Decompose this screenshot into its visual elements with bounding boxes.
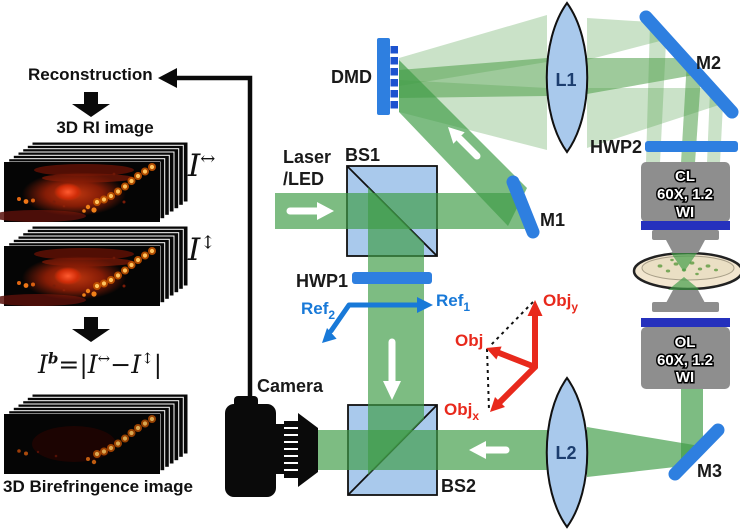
laser-beam-input — [275, 193, 531, 229]
svg-text:WI: WI — [676, 369, 694, 386]
label-bs2: BS2 — [441, 476, 476, 496]
beam-direction-arrow-upleft — [448, 127, 481, 160]
svg-text:CL: CL — [675, 168, 695, 185]
intensity-vertical-label: I↕ — [188, 232, 216, 268]
ref1-arrow — [359, 297, 433, 313]
lens-l1 — [545, 1, 589, 154]
label-hwp1: HWP1 — [296, 271, 348, 291]
half-wave-plate-hwp1 — [352, 272, 432, 284]
lens-l2 — [545, 376, 589, 529]
half-wave-plate-hwp2 — [645, 141, 738, 152]
camera-icon — [225, 396, 318, 497]
feedback-arrow — [158, 68, 253, 398]
object-beam-horizontal — [318, 427, 700, 477]
svg-text:WI: WI — [676, 204, 694, 221]
svg-text:OL: OL — [675, 334, 696, 351]
ri-image-stack-vertical — [0, 225, 189, 307]
label-m2: M2 — [696, 53, 721, 73]
reference-beam-vertical — [368, 187, 424, 475]
objective-ol: OL 60X, 1.2 WI — [641, 290, 730, 389]
intensity-horizontal-label: I↔ — [188, 148, 216, 184]
svg-text:60X, 1.2: 60X, 1.2 — [657, 186, 713, 203]
ri-image-stack-horizontal — [0, 141, 189, 223]
label-ref1: Ref1 — [436, 291, 470, 314]
label-l1: L1 — [555, 70, 576, 90]
label-obj: Obj — [455, 331, 483, 350]
label-obj-y: Objy — [543, 291, 578, 314]
label-obj-x: Objx — [444, 400, 479, 423]
focus-cone — [668, 253, 700, 290]
birefringence-formula: Ib=|I↔−I↕| — [38, 349, 163, 379]
beam-direction-arrow-down — [383, 338, 401, 400]
down-arrow-icon — [72, 92, 110, 117]
birefringence-image-title: 3D Birefringence image — [3, 477, 193, 496]
obj-vector-diagram — [486, 300, 543, 412]
down-arrow-icon — [72, 317, 110, 342]
label-bs1: BS1 — [345, 145, 380, 165]
objective-cl: CL 60X, 1.2 WI — [641, 162, 730, 253]
birefringence-image-stack — [3, 393, 189, 475]
mirror-m1 — [506, 175, 540, 239]
svg-text:60X, 1.2: 60X, 1.2 — [657, 352, 713, 369]
label-laser: Laser — [283, 147, 331, 167]
ref2-arrow — [322, 302, 365, 343]
ri-image-title: 3D RI image — [56, 118, 154, 137]
label-led: /LED — [283, 169, 324, 189]
label-m1: M1 — [540, 210, 565, 230]
beam-direction-arrow-left — [469, 441, 510, 459]
diffracted-beam-fan — [399, 15, 723, 163]
label-camera: Camera — [257, 376, 324, 396]
label-hwp2: HWP2 — [590, 137, 642, 157]
mirror-m3 — [668, 423, 725, 481]
label-m3: M3 — [697, 461, 722, 481]
beam-direction-arrow-right — [286, 202, 334, 220]
dmd-chip — [377, 38, 398, 115]
reconstruction-label: Reconstruction — [28, 65, 153, 84]
label-dmd: DMD — [331, 67, 372, 87]
label-l2: L2 — [555, 443, 576, 463]
label-ref2: Ref2 — [301, 299, 335, 322]
mirror-m2 — [639, 10, 739, 119]
